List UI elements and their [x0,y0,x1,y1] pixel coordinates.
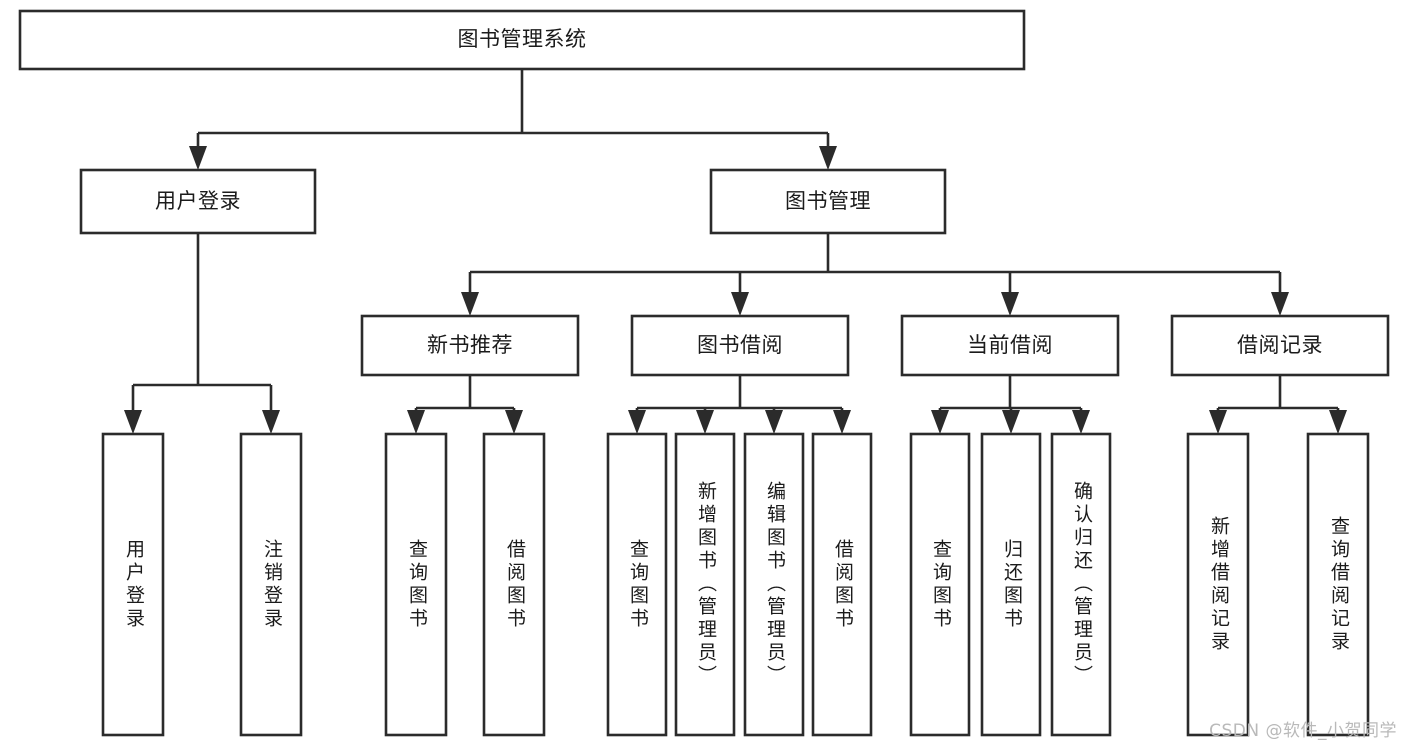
arrow-head-图书管理系统-1 [819,146,837,170]
arrow-head-图书管理-0 [461,292,479,316]
arrow-head-图书管理-1 [731,292,749,316]
node-box-借阅图书-leaf7[interactable] [811,432,873,737]
arrow-head-当前借阅-0 [931,410,949,434]
node-box-用户登录-leaf0[interactable] [101,432,165,737]
node-box-查询图书-leaf8[interactable] [909,432,971,737]
arrow-head-新书推荐-0 [407,410,425,434]
node-box-查询图书-leaf4[interactable] [606,432,668,737]
arrow-head-图书借阅-1 [696,410,714,434]
watermark-text: CSDN @软件_小贺同学 [1209,721,1397,741]
node-box-图书管理-l21[interactable] [709,168,947,235]
node-box-图书管理系统-root0[interactable] [18,9,1026,71]
node-box-确认归还管理员-leaf10[interactable] [1050,432,1112,737]
arrow-head-图书借阅-0 [628,410,646,434]
arrow-head-图书管理系统-0 [189,146,207,170]
arrow-head-图书管理-3 [1271,292,1289,316]
node-box-用户登录-l20[interactable] [79,168,317,235]
arrow-head-用户登录-0 [124,410,142,434]
arrow-head-用户登录-1 [262,410,280,434]
arrow-head-新书推荐-1 [505,410,523,434]
arrow-head-借阅记录-1 [1329,410,1347,434]
node-box-借阅记录-l33[interactable] [1170,314,1390,377]
node-box-归还图书-leaf9[interactable] [980,432,1042,737]
arrow-head-借阅记录-0 [1209,410,1227,434]
connectors-layer [124,69,1347,434]
nodes-layer [18,9,1390,737]
node-box-当前借阅-l32[interactable] [900,314,1120,377]
arrow-head-当前借阅-1 [1002,410,1020,434]
arrow-head-图书借阅-2 [765,410,783,434]
node-box-注销登录-leaf1[interactable] [239,432,303,737]
node-box-编辑图书管理员-leaf6[interactable] [743,432,805,737]
node-box-新增借阅记录-leaf11[interactable] [1186,432,1250,737]
arrow-head-图书借阅-3 [833,410,851,434]
node-box-新增图书管理员-leaf5[interactable] [674,432,736,737]
node-box-查询借阅记录-leaf12[interactable] [1306,432,1370,737]
node-box-借阅图书-leaf3[interactable] [482,432,546,737]
arrow-head-当前借阅-2 [1072,410,1090,434]
node-box-查询图书-leaf2[interactable] [384,432,448,737]
arrow-head-图书管理-2 [1001,292,1019,316]
node-box-新书推荐-l30[interactable] [360,314,580,377]
node-box-图书借阅-l31[interactable] [630,314,850,377]
